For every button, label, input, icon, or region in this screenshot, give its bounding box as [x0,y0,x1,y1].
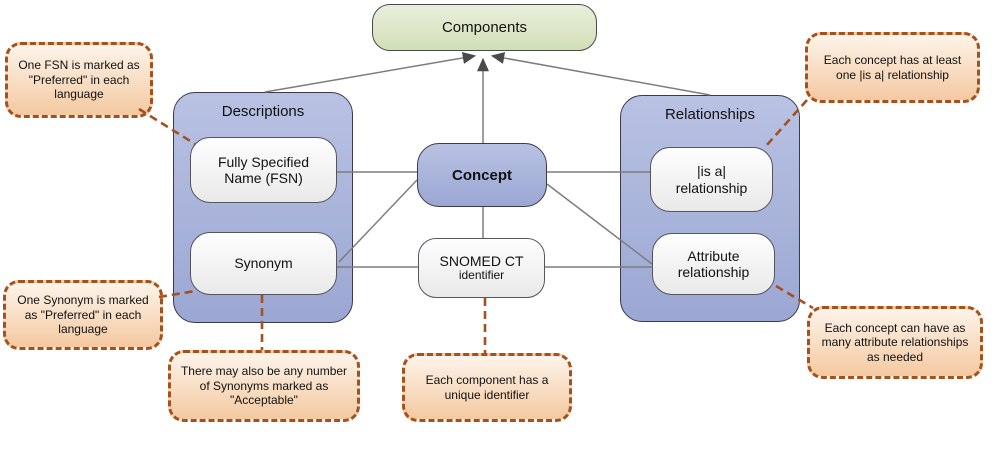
node-synonym-label: Synonym [234,255,293,272]
node-snomed-identifier: SNOMED CT identifier [418,238,545,298]
callout-fsn-note: One FSN is marked as "Preferred" in each… [5,42,153,118]
node-fsn-label: Fully Specified Name (FSN) [217,153,310,186]
edge-descriptions-components [264,51,477,93]
node-snomed-identifier-line1: SNOMED CT [439,253,524,270]
node-synonym: Synonym [190,232,337,295]
callout-synonym-acceptable-note: There may also be any number of Synonyms… [168,350,360,422]
node-attribute-relationship: Attribute relationship [652,233,775,295]
callout-identifier-note-text: Each component has a unique identifier [425,373,549,402]
node-snomed-identifier-line2: identifier [458,268,505,283]
callout-synonym-preferred-note: One Synonym is marked as "Preferred" in … [3,280,163,350]
callout-is-a-note-text: Each concept has at least one |is a| rel… [823,53,962,82]
node-attribute-relationship-label: Attribute relationship [677,247,750,280]
node-is-a-relationship-label: |is a| relationship [675,163,748,196]
node-concept: Concept [417,143,547,207]
callout-fsn-note-text: One FSN is marked as "Preferred" in each… [18,58,140,102]
callout-identifier-note: Each component has a unique identifier [402,353,572,422]
callout-is-a-note: Each concept has at least one |is a| rel… [805,32,980,103]
node-components: Components [372,4,597,51]
group-relationships-title: Relationships [664,106,756,123]
callout-attribute-note: Each concept can have as many attribute … [807,306,983,379]
edge-relationships-components [490,52,711,96]
group-descriptions-title: Descriptions [221,103,305,120]
callout-attribute-note-text: Each concept can have as many attribute … [821,320,969,364]
node-is-a-relationship: |is a| relationship [650,147,773,212]
node-components-label: Components [441,19,528,36]
node-concept-label: Concept [452,166,512,184]
node-fsn: Fully Specified Name (FSN) [190,137,337,203]
callout-synonym-acceptable-note-text: There may also be any number of Synonyms… [180,364,348,408]
callout-synonym-preferred-note-text: One Synonym is marked as "Preferred" in … [17,293,149,337]
